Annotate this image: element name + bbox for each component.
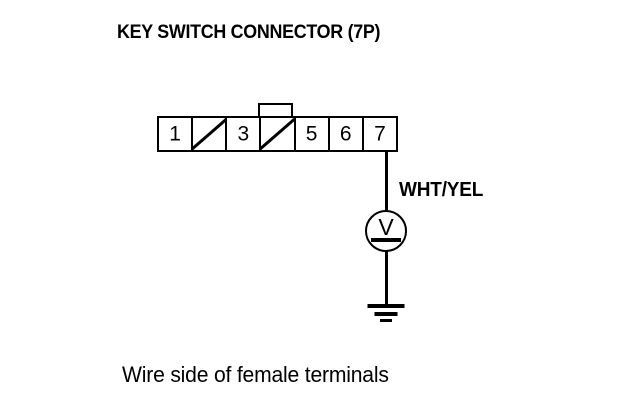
ground-icon-bar-3 xyxy=(380,319,392,322)
connector-pin-1: 1 xyxy=(159,118,194,150)
ground-icon-bar-1 xyxy=(367,304,405,308)
voltmeter-bar xyxy=(371,238,401,242)
blank-terminal-slash-icon xyxy=(193,118,225,150)
connector-pin-6: 6 xyxy=(330,118,364,150)
connector-pin-4-blank xyxy=(261,118,296,150)
pin-label: 7 xyxy=(374,122,386,145)
pin-label: 6 xyxy=(339,122,352,145)
wire-color-label: WHT/YEL xyxy=(399,179,484,201)
pin-label: 5 xyxy=(305,122,318,145)
ground-icon-bar-2 xyxy=(374,312,398,316)
connector-pin-7: 7 xyxy=(364,118,396,150)
pin-label: 3 xyxy=(237,122,250,145)
connector-pin-3: 3 xyxy=(227,118,262,150)
pin-label: 1 xyxy=(169,122,181,145)
blank-terminal-slash-icon xyxy=(261,118,293,150)
key-switch-connector-7p: 1 3 5 6 7 xyxy=(157,116,398,152)
voltmeter-symbol-letter: V xyxy=(378,214,394,240)
connector-pin-2-blank xyxy=(193,118,228,150)
connector-pin-5: 5 xyxy=(296,118,330,150)
page-title: KEY SWITCH CONNECTOR (7P) xyxy=(117,22,381,43)
connector-locking-tab xyxy=(258,103,293,118)
wire-segment-pin7-to-meter xyxy=(385,152,388,211)
wire-segment-meter-to-ground xyxy=(385,251,388,306)
voltmeter-icon: V xyxy=(365,210,407,252)
diagram-caption: Wire side of female terminals xyxy=(122,362,389,387)
